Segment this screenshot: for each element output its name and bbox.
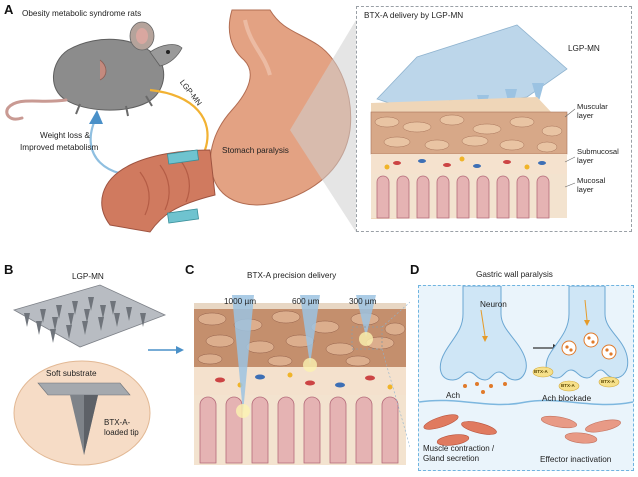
muscle-cells-left-icon [423,414,497,446]
stomach-paralysis-label: Stomach paralysis [222,146,289,155]
neuron-terminal-left-icon [439,286,527,381]
rat-title: Obesity metabolic syndrome rats [22,9,142,18]
depth-1000: 1000 µm [224,297,257,306]
neuron-label: Neuron [480,300,507,309]
panel-d-illustration [419,286,633,446]
panel-c-letter: C [185,262,195,277]
btxa-tag-1: BTX-A [534,369,548,374]
c-title: BTX-A precision delivery [247,271,337,280]
b-to-c-arrow [148,346,184,354]
depth-300: 300 µm [349,297,377,306]
left-caption: Muscle contraction /Gland secretion [423,444,495,463]
tip-label: BTX-A-loaded tip [104,418,139,437]
panel-b-illustration [12,284,167,466]
inset-tissue [370,24,576,219]
depth-600: 600 µm [292,297,320,306]
neuron-terminal-right-icon [545,286,629,379]
panel-d-letter: D [410,262,420,277]
lgp-mn-arrow [149,88,209,151]
soft-substrate-label: Soft substrate [46,369,97,378]
muscle-cells-right-icon [540,415,621,444]
ach-label: Ach [446,391,461,400]
btxa-tag-2: BTX-A [561,383,575,388]
panel-b-letter: B [4,262,14,277]
ach-blockade-label: Ach blockade [542,394,592,403]
inset-title: BTX-A delivery by LGP-MN [364,11,464,20]
b-mn-label: LGP-MN [72,272,104,281]
microneedle-array-icon [12,284,167,348]
needle-600-icon [300,295,320,372]
outcome-line-1: Weight loss & [40,131,90,140]
needle-1000-icon [232,295,254,418]
btxa-tag-3: BTX-A [601,379,615,384]
inset-mn-label: LGP-MN [568,44,600,53]
right-caption: Effector inactivation [540,455,612,464]
panel-a-letter: A [4,2,14,17]
panel-a-illustration [5,9,356,233]
outcome-line-2: Improved metabolism [20,143,99,152]
rat-icon [5,21,183,121]
d-title: Gastric wall paralysis [476,270,553,279]
needle-300-icon [351,295,383,350]
single-needle-icon [37,382,131,455]
panel-c-illustration [194,295,410,465]
